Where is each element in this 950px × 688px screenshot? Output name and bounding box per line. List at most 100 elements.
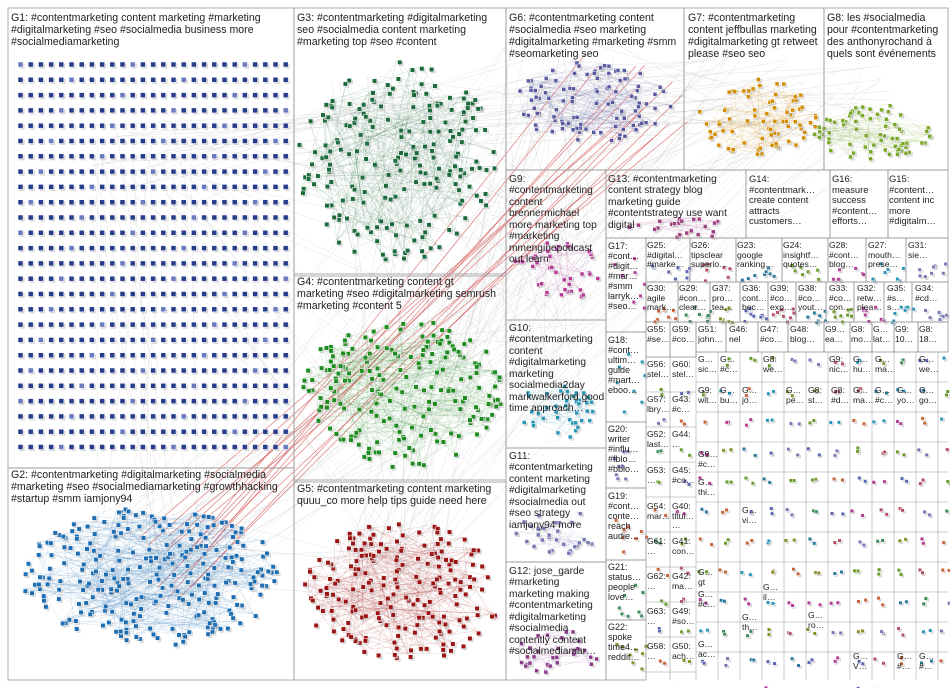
- edge-line: [100, 623, 219, 627]
- node: [231, 444, 238, 450]
- node: [335, 371, 341, 377]
- node: [38, 122, 44, 129]
- node: [392, 248, 398, 254]
- edge-line: [167, 335, 526, 599]
- node: [140, 275, 146, 282]
- node: [359, 368, 365, 374]
- node: [170, 168, 177, 175]
- node: [426, 222, 432, 228]
- node: [170, 444, 177, 450]
- node: [150, 337, 156, 343]
- edge-line: [192, 512, 254, 614]
- node: [272, 245, 279, 251]
- node: [180, 383, 187, 389]
- node: [434, 176, 440, 182]
- node: [99, 413, 105, 420]
- node: [457, 174, 463, 180]
- edge-line: [390, 347, 500, 517]
- node: [230, 534, 236, 540]
- node: [38, 398, 44, 404]
- node: [231, 153, 238, 160]
- node: [119, 214, 126, 221]
- node: [282, 92, 289, 98]
- node: [221, 122, 228, 129]
- node: [99, 383, 105, 389]
- node: [272, 199, 279, 205]
- node: [328, 359, 334, 365]
- node: [372, 162, 378, 168]
- node: [361, 454, 367, 460]
- node: [115, 548, 121, 554]
- node: [180, 321, 187, 328]
- node: [180, 230, 187, 236]
- node: [99, 260, 105, 267]
- edge-line: [121, 515, 184, 556]
- node: [319, 365, 325, 371]
- edge-line: [123, 600, 228, 609]
- node: [211, 77, 218, 83]
- edge-line: [112, 533, 124, 621]
- node: [101, 519, 107, 525]
- node: [109, 291, 116, 297]
- node: [180, 92, 187, 98]
- node: [38, 184, 44, 190]
- node: [17, 245, 24, 251]
- node: [48, 214, 54, 221]
- node: [68, 545, 74, 551]
- edge-line: [192, 51, 595, 204]
- edge-line: [189, 332, 497, 597]
- node: [89, 168, 95, 175]
- edge-line: [137, 553, 235, 637]
- node: [109, 122, 116, 129]
- node: [191, 428, 197, 435]
- node: [78, 168, 85, 175]
- node: [38, 352, 44, 358]
- node: [170, 199, 177, 205]
- edge-line: [202, 547, 215, 577]
- node: [191, 321, 197, 328]
- node: [282, 107, 289, 114]
- node: [440, 439, 446, 445]
- node: [252, 92, 258, 98]
- edge-line: [167, 121, 688, 551]
- node: [231, 383, 238, 389]
- node: [272, 230, 279, 236]
- edge-line: [77, 512, 194, 580]
- node: [68, 230, 75, 236]
- node: [160, 138, 167, 144]
- node: [140, 138, 146, 144]
- node: [68, 77, 75, 83]
- node: [124, 637, 130, 643]
- node: [137, 564, 143, 570]
- edge-line: [159, 373, 389, 516]
- node: [160, 199, 167, 205]
- node: [89, 230, 95, 236]
- edge-line: [117, 551, 168, 559]
- node: [315, 173, 321, 179]
- edge-line: [116, 514, 150, 559]
- node: [48, 367, 54, 374]
- node: [160, 398, 167, 404]
- edge-line: [99, 515, 163, 579]
- edge-line: [100, 582, 197, 624]
- node: [211, 367, 218, 374]
- node: [324, 399, 330, 405]
- node: [282, 184, 289, 190]
- node: [157, 565, 163, 571]
- node: [431, 155, 437, 161]
- node: [201, 444, 207, 450]
- node: [463, 90, 469, 96]
- node: [60, 534, 66, 540]
- node: [252, 138, 258, 144]
- node: [140, 444, 146, 450]
- node: [99, 444, 105, 450]
- node: [242, 275, 248, 282]
- node: [129, 61, 136, 68]
- node: [231, 168, 238, 175]
- edge-line: [172, 124, 186, 188]
- edge-line: [86, 572, 206, 582]
- node: [201, 337, 207, 343]
- node: [131, 618, 137, 624]
- node: [272, 122, 279, 129]
- node: [201, 138, 207, 144]
